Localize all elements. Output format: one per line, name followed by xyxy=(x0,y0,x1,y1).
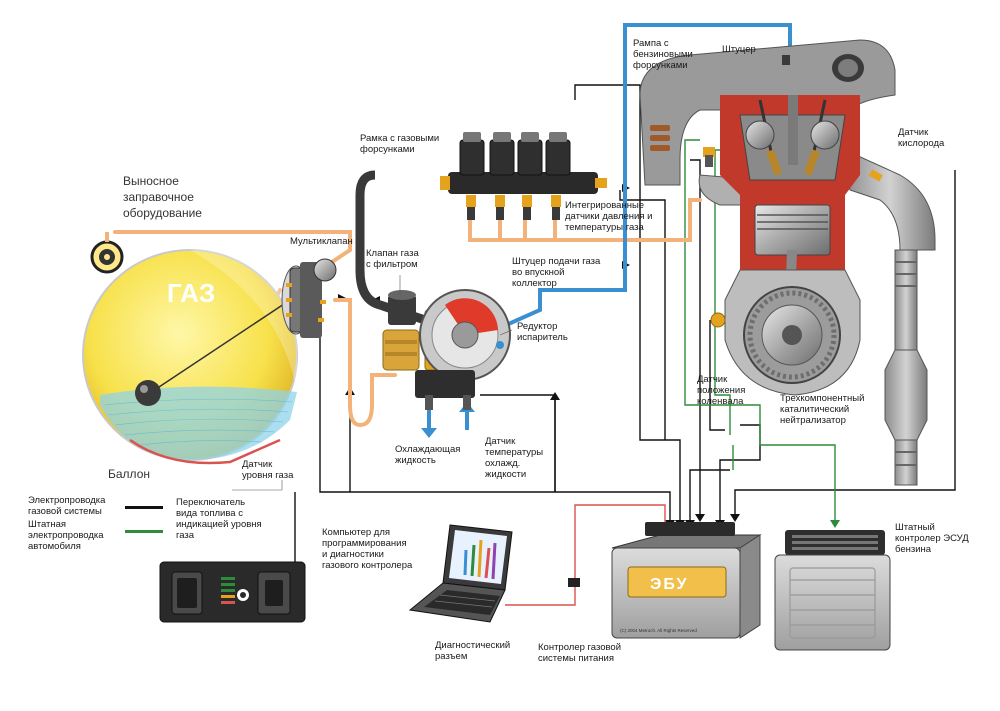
label-fitting: Штуцер xyxy=(722,44,756,55)
gas-injector-rail xyxy=(440,132,607,220)
petrol-ecu xyxy=(774,530,891,651)
label-gas-controller: Контролер газовой системы питания xyxy=(538,642,624,664)
labels: Выносное заправочное оборудование Мульти… xyxy=(28,38,971,664)
label-petrol-rail: Рампа с бензиновыми форсунками xyxy=(633,38,695,71)
stock-wire-arrow xyxy=(830,520,840,528)
gas-valve-filter xyxy=(382,290,420,371)
label-legend-stock-wiring: Штатная электропроводка автомобиля xyxy=(28,519,106,552)
label-level-sensor: Датчик уровня газа xyxy=(242,459,294,481)
filler-valve xyxy=(90,240,124,274)
label-multivalve: Мультиклапан xyxy=(290,236,353,247)
laptop xyxy=(408,524,513,623)
label-integrated-sensors: Интегрированные датчики давления и темпе… xyxy=(565,200,655,233)
label-computer: Компьютер для программирования и диагнос… xyxy=(322,527,413,571)
leader-lines xyxy=(232,275,513,491)
label-reducer: Редуктор испаритель xyxy=(517,321,568,343)
gas-tank xyxy=(82,249,298,465)
tank-gas-text: ГАЗ xyxy=(167,278,215,308)
label-diag-connector: Диагностический разъем xyxy=(435,640,513,662)
label-gas-valve: Клапан газа с фильтром xyxy=(366,248,421,270)
gas-system-wires xyxy=(294,84,956,565)
reducer-evaporator xyxy=(355,170,511,410)
label-legend-gas-wiring: Электропроводка газовой системы xyxy=(28,495,108,517)
label-tank: Баллон xyxy=(108,467,150,481)
label-intake-fitting: Штуцер подачи газа во впускной коллектор xyxy=(512,256,603,289)
diagnostic-cable xyxy=(505,504,666,606)
multivalve xyxy=(281,258,337,338)
label-petrol-ecu: Штатный контролер ЭСУД бензина xyxy=(895,522,971,555)
label-switch: Переключатель вида топлива с индикацией … xyxy=(176,497,264,541)
ecu-label: ЭБУ xyxy=(650,576,688,593)
label-filler: Выносное заправочное оборудование xyxy=(123,174,202,220)
label-crank-sensor: Датчик положения коленвала xyxy=(697,374,748,407)
diagnostic-connector xyxy=(568,578,580,587)
engine xyxy=(639,39,936,396)
legend-stock-wiring-swatch xyxy=(125,530,163,533)
label-oxygen-sensor: Датчик кислорода xyxy=(898,127,945,149)
label-catalyst: Трехкомпонентный каталитический нейтрали… xyxy=(780,393,867,426)
oxygen-sensor xyxy=(868,169,883,182)
gas-ecu xyxy=(611,522,762,639)
label-injector-rail: Рамка с газовыми форсунками xyxy=(360,133,442,155)
fuel-switch-panel xyxy=(159,561,306,623)
coolant-pipes xyxy=(493,23,792,332)
stock-wires xyxy=(684,139,836,525)
label-coolant-sensor: Датчик температуры охлажд. жидкости xyxy=(485,436,546,480)
label-coolant: Охлаждающая жидкость xyxy=(395,444,463,466)
catalytic-converter xyxy=(884,249,928,486)
ecu-copyright: (C) 2004 Metroch. All Rights Reserved xyxy=(620,628,697,633)
legend-gas-wiring-swatch xyxy=(125,506,163,509)
